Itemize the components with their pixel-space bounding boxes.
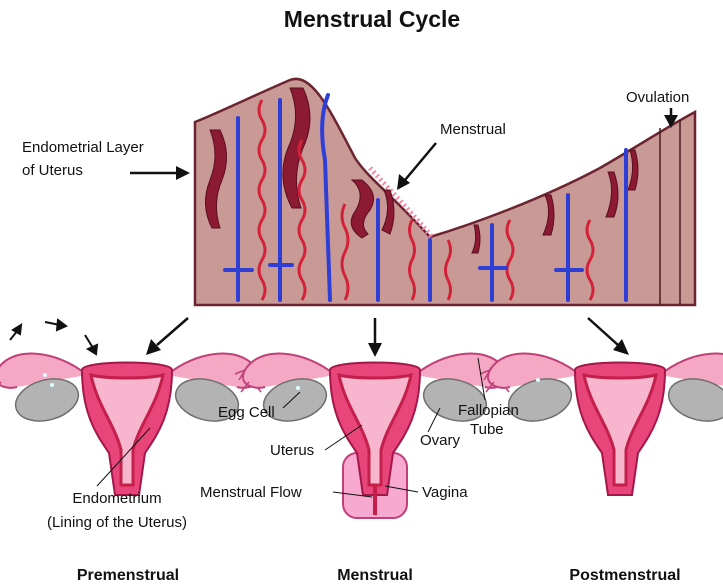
label-endometrium-2: (Lining of the Uterus) — [47, 514, 187, 531]
label-menstrual-flow: Menstrual Flow — [200, 484, 302, 501]
label-ovulation: Ovulation — [626, 89, 689, 106]
egg-dot — [536, 378, 540, 382]
egg-cell — [296, 386, 300, 390]
label-endometrial-layer: Endometrial Layer — [22, 139, 144, 156]
endometrium-cross-section — [195, 79, 695, 305]
uterus-postmenstrual — [480, 354, 723, 495]
arrow-menstrual — [397, 143, 436, 190]
label-endometrium: Endometrium — [72, 490, 161, 507]
egg-dot — [43, 373, 47, 377]
label-endometrial-layer-2: of Uterus — [22, 162, 83, 179]
label-fallopian-2: Tube — [470, 421, 504, 438]
label-ovary: Ovary — [420, 432, 461, 449]
arrow-endometrial — [130, 166, 190, 180]
label-fallopian: Fallopian — [458, 402, 519, 419]
label-vagina: Vagina — [422, 484, 468, 501]
uterus-premenstrual — [0, 354, 267, 495]
phase-menstrual: Menstrual — [337, 567, 413, 584]
egg-dot — [50, 383, 54, 387]
arrow-to-menstrual — [368, 318, 382, 357]
diagram-title: Menstrual Cycle — [284, 6, 460, 32]
arrow-to-postmenstrual — [588, 318, 629, 355]
arrow-to-premenstrual — [146, 318, 188, 355]
phase-premenstrual: Premenstrual — [77, 567, 179, 584]
phase-postmenstrual: Postmenstrual — [569, 567, 680, 584]
label-egg-cell: Egg Cell — [218, 404, 275, 421]
label-menstrual: Menstrual — [440, 121, 506, 138]
egg-travel-arrows — [10, 320, 97, 354]
label-uterus: Uterus — [270, 442, 314, 459]
